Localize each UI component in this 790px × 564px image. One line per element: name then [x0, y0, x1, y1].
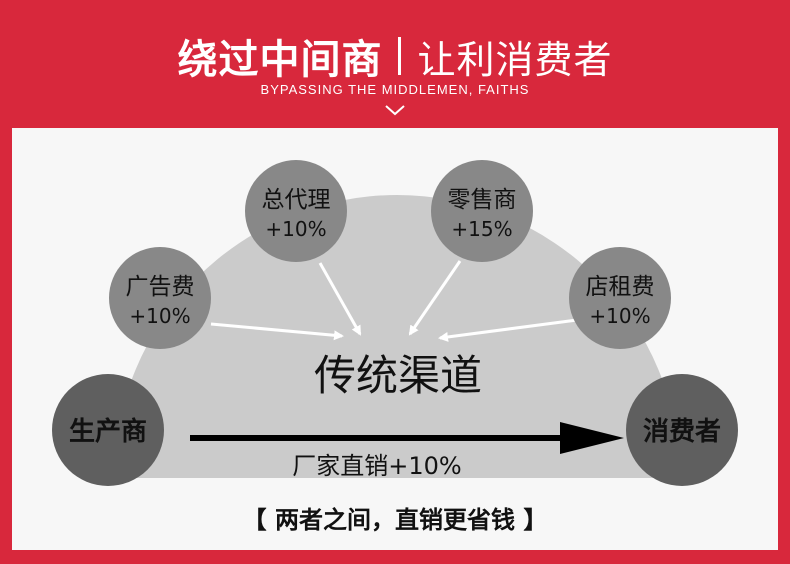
node-consumer-label: 消费者	[643, 417, 721, 447]
node-consumer: 消费者	[626, 374, 738, 486]
chevron-down-icon	[385, 105, 405, 116]
node-ad: 广告费 +10%	[109, 247, 211, 349]
direct-sales-label: 厂家直销+10%	[292, 452, 461, 480]
node-producer-label: 生产商	[69, 416, 147, 447]
footer-note: 【 两者之间，直销更省钱 】	[242, 506, 548, 534]
node-ad-value: +10%	[129, 304, 190, 328]
center-label: 传统渠道	[314, 351, 482, 400]
node-agent: 总代理 +10%	[245, 160, 347, 262]
arrow-retail-to-center	[408, 260, 462, 336]
node-retail-value: +15%	[451, 217, 512, 241]
node-rent-value: +10%	[589, 304, 650, 328]
node-retail-label: 零售商	[448, 187, 517, 213]
page-title-secondary: 让利消费者	[417, 37, 613, 82]
node-rent: 店租费 +10%	[569, 247, 671, 349]
arrow-rent-to-center	[438, 318, 578, 342]
diagram-panel: 总代理 +10% 零售商 +15% 广告费 +10% 店租费 +10% 传统渠道…	[12, 128, 778, 550]
direct-arrow-head	[560, 422, 624, 454]
node-agent-value: +10%	[265, 217, 326, 241]
header-banner: 绕过中间商 让利消费者 BYPASSING THE MIDDLEMEN, FAI…	[0, 0, 790, 128]
node-rent-label: 店租费	[586, 274, 655, 300]
node-producer: 生产商	[52, 374, 164, 486]
channel-diagram: 总代理 +10% 零售商 +15% 广告费 +10% 店租费 +10% 传统渠道…	[52, 160, 738, 486]
arrow-ad-to-center	[210, 322, 344, 341]
arrow-agent-to-center	[318, 262, 362, 336]
title-divider	[398, 37, 402, 75]
node-ad-label: 广告费	[126, 274, 195, 300]
semicircle-background	[114, 195, 680, 478]
node-retail: 零售商 +15%	[431, 160, 533, 262]
node-agent-label: 总代理	[262, 187, 331, 213]
english-subtitle: BYPASSING THE MIDDLEMEN, FAITHS	[260, 82, 530, 97]
title-row: 绕过中间商 让利消费者	[0, 28, 790, 84]
page-title: 绕过中间商	[177, 37, 383, 83]
